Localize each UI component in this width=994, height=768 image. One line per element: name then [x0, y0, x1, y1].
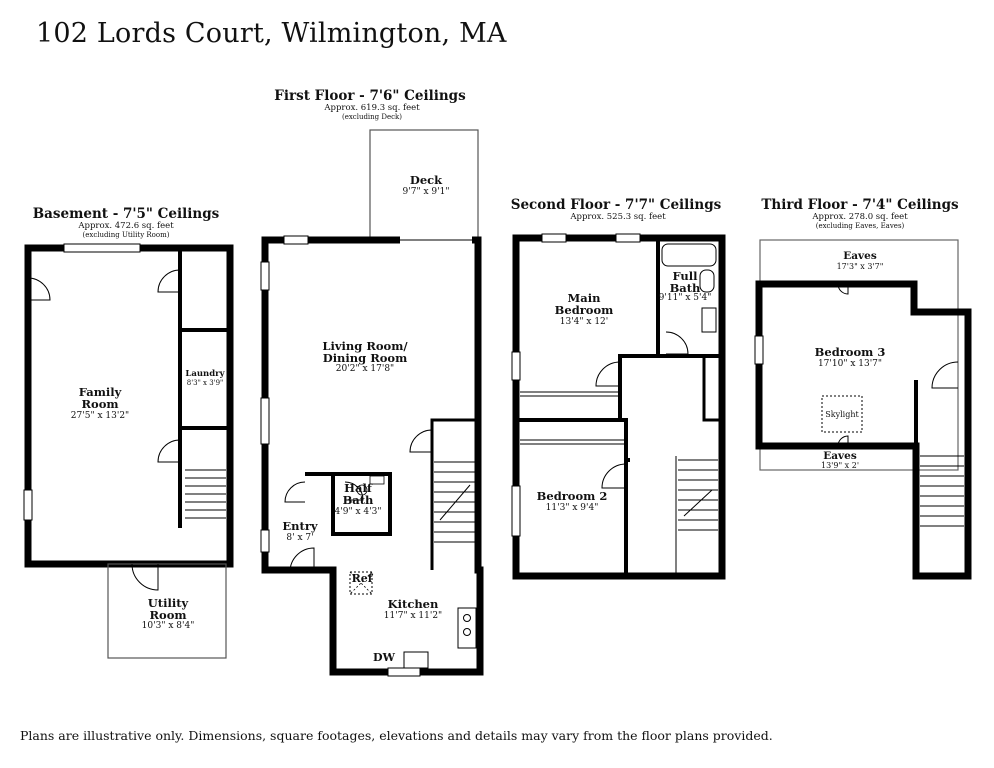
- disclaimer-footer: Plans are illustrative only. Dimensions,…: [20, 728, 773, 743]
- bedroom-3-dims: 17'10" x 13'7": [817, 359, 883, 369]
- living-room-label: Living Room/ Dining Room: [322, 339, 408, 365]
- second-floor-plan: [511, 233, 726, 580]
- laundry-dims: 8'3" x 3'9": [186, 379, 224, 387]
- kitchen-dims: 11'7" x 11'2": [383, 611, 443, 621]
- second-floor-title: Second Floor - 7'7" Ceilings: [510, 197, 722, 213]
- eaves-top-label: Eaves: [843, 250, 877, 262]
- full-bath-label: Full Bath: [669, 269, 701, 295]
- main-bedroom-dims: 13'4" x 12': [559, 317, 609, 327]
- bedroom-2-dims: 11'3" x 9'4": [545, 503, 599, 513]
- utility-room-label: Utility Room: [147, 596, 189, 622]
- eaves-bottom-label: Eaves: [823, 450, 857, 462]
- basement-plan: [23, 243, 234, 659]
- basement-title: Basement - 7'5" Ceilings: [32, 206, 220, 222]
- eaves-bottom-dims: 13'9" x 2': [820, 461, 860, 470]
- entry-dims: 8' x 7': [286, 533, 314, 543]
- third-floor-note: (excluding Eaves, Eaves): [815, 222, 905, 230]
- basement-note: (excluding Utility Room): [82, 231, 170, 239]
- bedroom-3-label: Bedroom 3: [814, 345, 886, 359]
- full-bath-dims: 9'11" x 5'4": [658, 293, 712, 303]
- third-floor-plan: [754, 239, 972, 580]
- entry-label: Entry: [282, 519, 318, 533]
- deck-label: Deck: [409, 173, 443, 187]
- bedroom-2-label: Bedroom 2: [536, 489, 608, 503]
- first-floor-plan: [260, 129, 484, 677]
- dw-label: DW: [373, 651, 395, 664]
- first-floor-title: First Floor - 7'6" Ceilings: [274, 88, 466, 104]
- first-floor-area: Approx. 619.3 sq. feet: [324, 103, 420, 113]
- ref-label: Ref: [351, 572, 373, 585]
- family-room-label: Family Room: [78, 385, 122, 411]
- third-floor-title: Third Floor - 7'4" Ceilings: [761, 197, 959, 213]
- eaves-top-dims: 17'3" x 3'7": [836, 262, 884, 271]
- third-floor-area: Approx. 278.0 sq. feet: [812, 212, 908, 222]
- skylight-label: Skylight: [825, 410, 859, 419]
- second-floor-area: Approx. 525.3 sq. feet: [570, 212, 666, 222]
- first-floor-note: (excluding Deck): [341, 113, 403, 121]
- living-room-dims: 20'2" x 17'8": [335, 364, 395, 374]
- basement-area: Approx. 472.6 sq. feet: [78, 221, 174, 231]
- kitchen-label: Kitchen: [387, 597, 439, 611]
- half-bath-dims: 4'9" x 4'3": [334, 507, 382, 517]
- laundry-label: Laundry: [185, 369, 225, 379]
- page-title: 102 Lords Court, Wilmington, MA: [36, 18, 507, 49]
- deck-dims: 9'7" x 9'1": [402, 187, 450, 197]
- utility-room-dims: 10'3" x 8'4": [141, 621, 195, 631]
- main-bedroom-label: Main Bedroom: [554, 291, 614, 317]
- family-room-dims: 27'5" x 13'2": [70, 411, 130, 421]
- half-bath-label: Half Bath: [342, 481, 374, 507]
